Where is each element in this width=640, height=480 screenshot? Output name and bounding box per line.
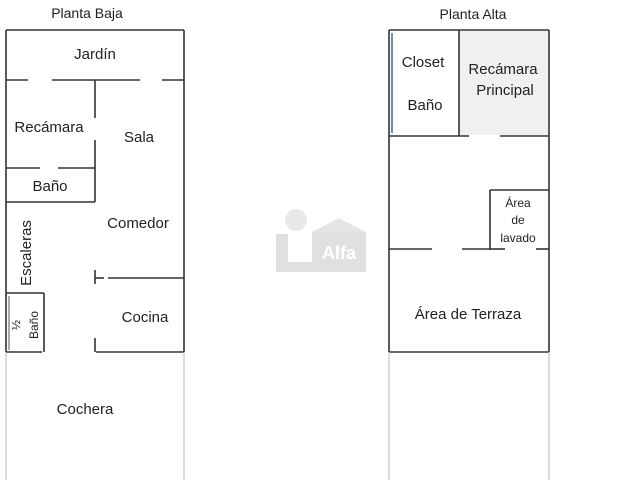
ground-floor-plan	[5, 29, 185, 480]
watermark-text: Alfa	[322, 243, 357, 263]
watermark-base	[276, 262, 366, 272]
laundry-label-line1: Área	[505, 195, 531, 210]
half-bath-label: Baño	[27, 311, 41, 339]
dining-label: Comedor	[107, 215, 169, 232]
bedroom-label: Recámara	[14, 119, 84, 136]
kitchen-label: Cocina	[122, 309, 169, 326]
bath-label: Baño	[32, 178, 67, 195]
garage-label: Cochera	[57, 401, 114, 418]
upper-floor-plan	[388, 29, 550, 480]
alfa-watermark-logo	[276, 209, 366, 272]
garden-label: Jardín	[74, 46, 116, 63]
master-bedroom-label-line1: Recámara	[468, 61, 538, 78]
terrace-label: Área de Terraza	[415, 306, 522, 323]
closet-label: Closet	[402, 54, 445, 71]
watermark-dot	[285, 209, 307, 231]
master-bedroom-fill	[459, 31, 548, 135]
laundry-label-line2: de	[511, 213, 525, 227]
watermark-block	[312, 232, 366, 264]
laundry-label-line3: lavado	[500, 231, 536, 245]
upper-floor-title: Planta Alta	[440, 6, 507, 22]
half-bath-fraction-label: ½	[9, 320, 23, 330]
master-bedroom-label-line2: Principal	[476, 82, 534, 99]
ground-floor-title: Planta Baja	[51, 5, 123, 21]
upper-bath-label: Baño	[407, 97, 442, 114]
living-label: Sala	[124, 129, 155, 146]
watermark-roof	[312, 218, 366, 232]
stairs-label: Escaleras	[18, 220, 35, 286]
